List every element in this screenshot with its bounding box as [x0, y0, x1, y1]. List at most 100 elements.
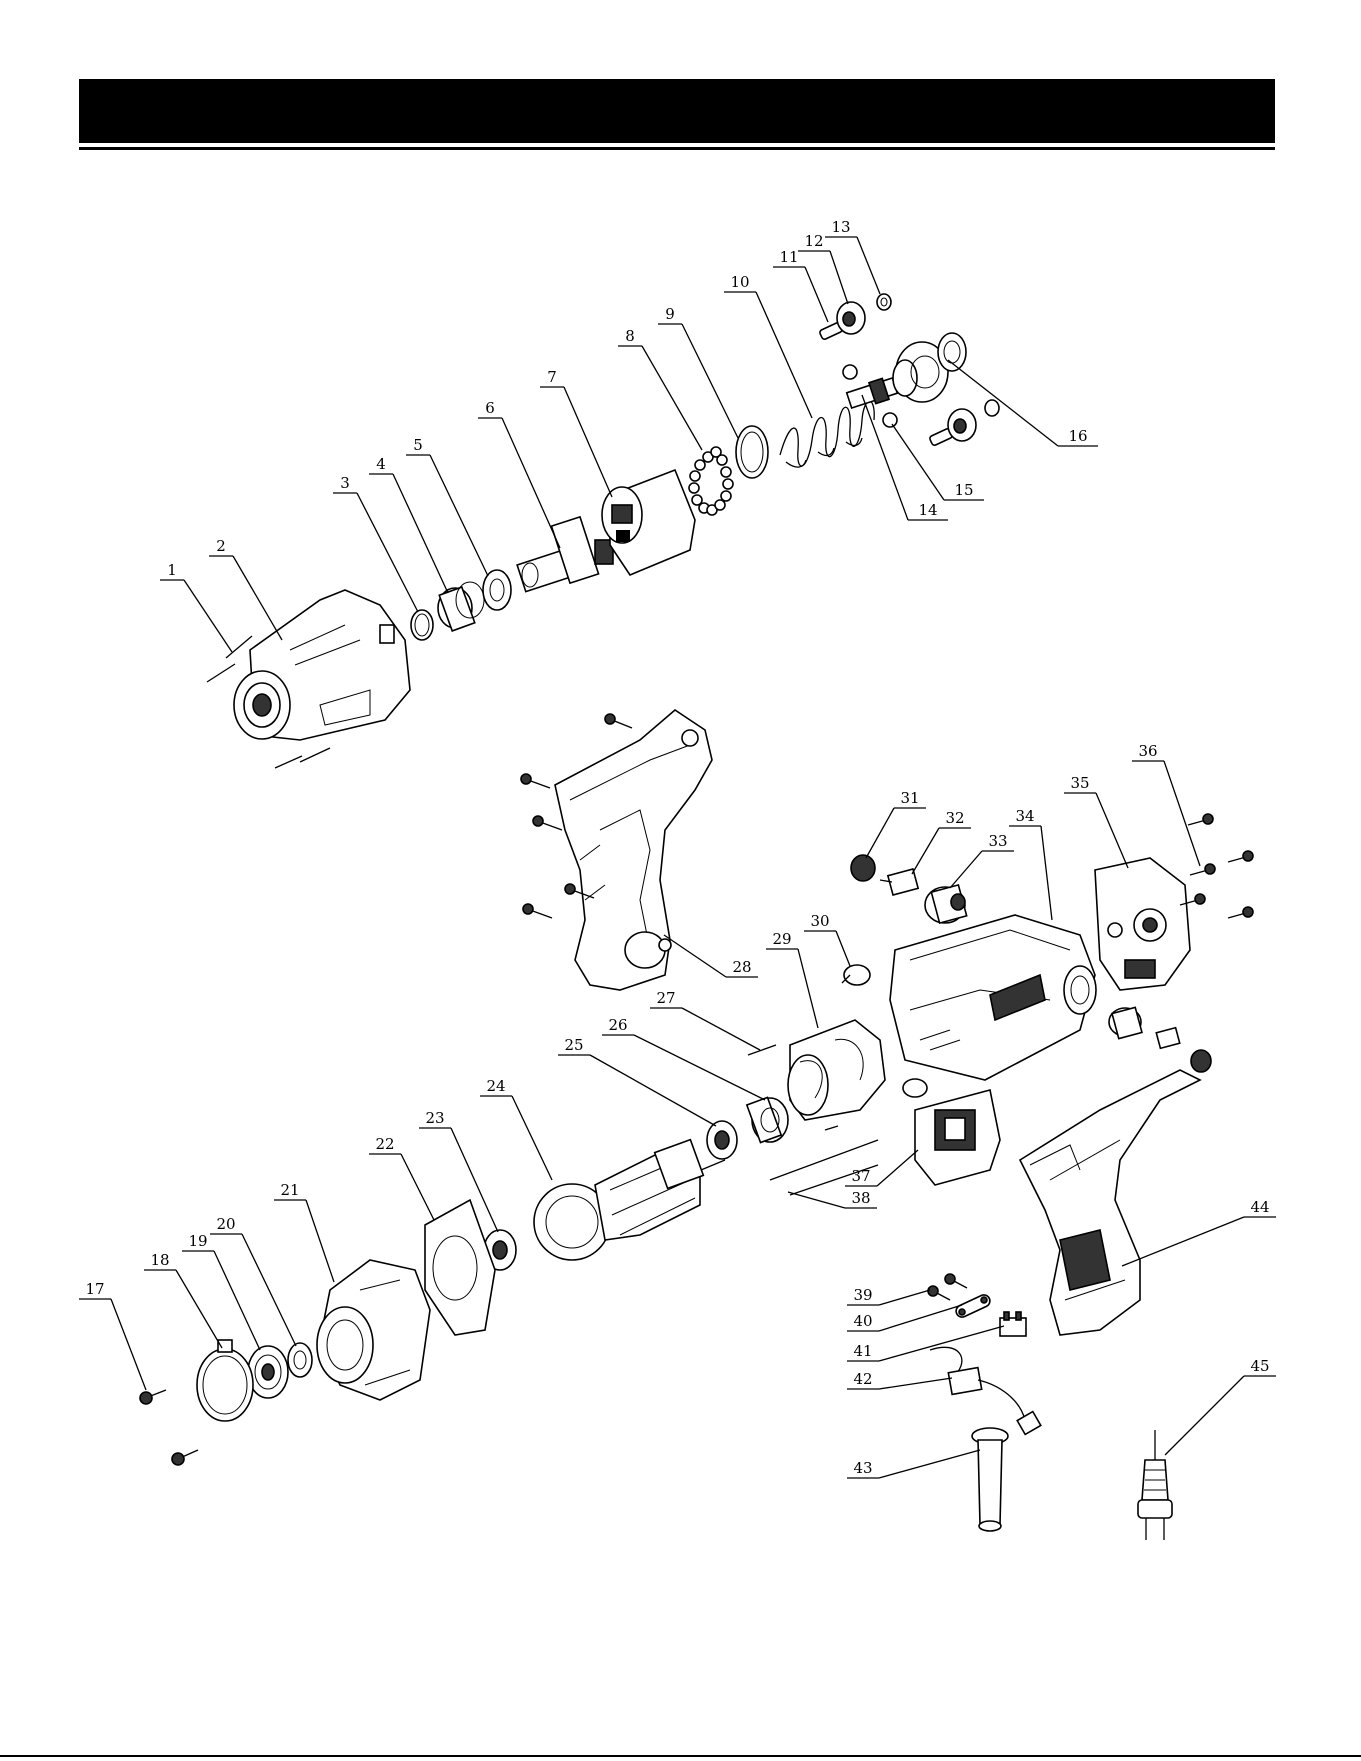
- callout-label-23: 23: [425, 1109, 444, 1127]
- callout-label-35: 35: [1070, 774, 1089, 792]
- callout-leader-19: [214, 1251, 260, 1350]
- callout-label-15: 15: [954, 481, 973, 499]
- callout-label-31: 31: [900, 789, 919, 807]
- part-brush-set-lower: [1109, 1007, 1211, 1072]
- part-31-brush-cap: [851, 855, 875, 881]
- callout-leader-7: [564, 387, 612, 497]
- part-34-motor-housing: [890, 915, 1096, 1080]
- part-16-washer: [938, 333, 966, 371]
- callout-label-25: 25: [564, 1036, 583, 1054]
- callout-leader-10: [756, 292, 812, 418]
- part-42-capacitor: [930, 1347, 1041, 1434]
- callout-leader-22: [401, 1154, 434, 1220]
- callout-leader-14: [862, 395, 908, 520]
- callout-label-13: 13: [831, 218, 850, 236]
- callout-label-7: 7: [547, 368, 557, 386]
- callout-label-39: 39: [853, 1286, 872, 1304]
- callout-leader-24: [512, 1096, 552, 1180]
- part-37-switch: [915, 1090, 1000, 1185]
- callout-leader-27: [682, 1008, 760, 1050]
- callout-label-45: 45: [1250, 1357, 1269, 1375]
- callout-leader-8: [642, 346, 702, 450]
- part-26-bearing: [747, 1097, 788, 1142]
- callout-leader-30: [836, 931, 850, 966]
- part-13-nut: [877, 294, 891, 310]
- part-28-housing-half: [555, 710, 712, 990]
- callout-label-20: 20: [216, 1215, 235, 1233]
- callout-label-43: 43: [853, 1459, 872, 1477]
- callout-label-28: 28: [732, 958, 751, 976]
- part-2-gear-case: [234, 590, 410, 740]
- callout-leader-33: [950, 851, 982, 888]
- part-25-bearing: [707, 1121, 737, 1159]
- callout-leader-44: [1122, 1217, 1244, 1266]
- callout-label-2: 2: [216, 537, 226, 555]
- callout-leader-38: [788, 1192, 845, 1208]
- part-6-anvil: [517, 517, 613, 592]
- callout-leader-35: [1096, 793, 1128, 868]
- callout-leader-5: [430, 455, 488, 576]
- part-10-spring: [780, 401, 874, 467]
- callout-leader-45: [1165, 1376, 1244, 1455]
- callout-leader-9: [682, 324, 738, 438]
- part-4-bushing: [438, 582, 484, 631]
- callout-leader-39: [879, 1290, 930, 1305]
- part-8-steel-balls: [689, 447, 733, 515]
- callout-leader-31: [866, 808, 894, 858]
- part-14-spindle: [843, 342, 948, 427]
- callout-label-29: 29: [772, 930, 791, 948]
- part-20-washer: [288, 1343, 312, 1377]
- part-43-side-handle: [972, 1428, 1008, 1531]
- callout-label-9: 9: [665, 305, 675, 323]
- part-39-screws: [928, 1274, 967, 1300]
- callout-label-1: 1: [167, 561, 177, 579]
- callout-label-27: 27: [656, 989, 675, 1007]
- callout-label-10: 10: [730, 273, 749, 291]
- callout-label-14: 14: [918, 501, 937, 519]
- part-3-o-ring: [411, 610, 433, 640]
- callout-label-17: 17: [85, 1280, 104, 1298]
- callout-label-5: 5: [413, 436, 423, 454]
- callout-label-38: 38: [851, 1189, 870, 1207]
- callout-label-34: 34: [1015, 807, 1034, 825]
- callout-leader-6: [502, 418, 560, 548]
- callout-leader-21: [306, 1200, 334, 1282]
- callout-leader-12: [830, 251, 848, 304]
- part-9-washer: [736, 426, 768, 478]
- callout-label-32: 32: [945, 809, 964, 827]
- callout-label-11: 11: [779, 248, 798, 266]
- callout-label-24: 24: [486, 1077, 505, 1095]
- callout-leader-40: [879, 1305, 962, 1331]
- callout-leader-37: [877, 1150, 918, 1186]
- callout-leader-41: [879, 1326, 1004, 1361]
- callout-leader-13: [857, 237, 880, 294]
- part-12-roller: [837, 302, 865, 334]
- callout-leader-11: [805, 267, 828, 322]
- part-41-terminal: [1000, 1312, 1026, 1336]
- part-18-cap: [197, 1340, 253, 1421]
- callout-leader-2: [233, 556, 282, 640]
- callout-label-37: 37: [851, 1167, 870, 1185]
- callout-label-8: 8: [625, 327, 635, 345]
- callout-leader-42: [879, 1378, 952, 1389]
- callout-label-19: 19: [188, 1232, 207, 1250]
- callout-label-16: 16: [1068, 427, 1087, 445]
- callout-leader-17: [111, 1299, 146, 1390]
- part-19-bearing: [248, 1346, 288, 1398]
- callout-leader-4: [393, 474, 448, 593]
- callout-label-30: 30: [810, 912, 829, 930]
- callout-label-33: 33: [988, 832, 1007, 850]
- callout-leader-32: [912, 828, 939, 874]
- callout-label-6: 6: [485, 399, 495, 417]
- callout-label-42: 42: [853, 1370, 872, 1388]
- part-7-hammer: [602, 470, 695, 575]
- part-33-brush-holder: [925, 885, 967, 923]
- callout-leader-18: [176, 1270, 222, 1348]
- callout-leader-3: [357, 493, 418, 612]
- callout-label-3: 3: [340, 474, 350, 492]
- callout-leader-36: [1164, 761, 1200, 866]
- callout-leader-34: [1041, 826, 1052, 920]
- callout-label-4: 4: [376, 455, 386, 473]
- callout-label-36: 36: [1138, 742, 1157, 760]
